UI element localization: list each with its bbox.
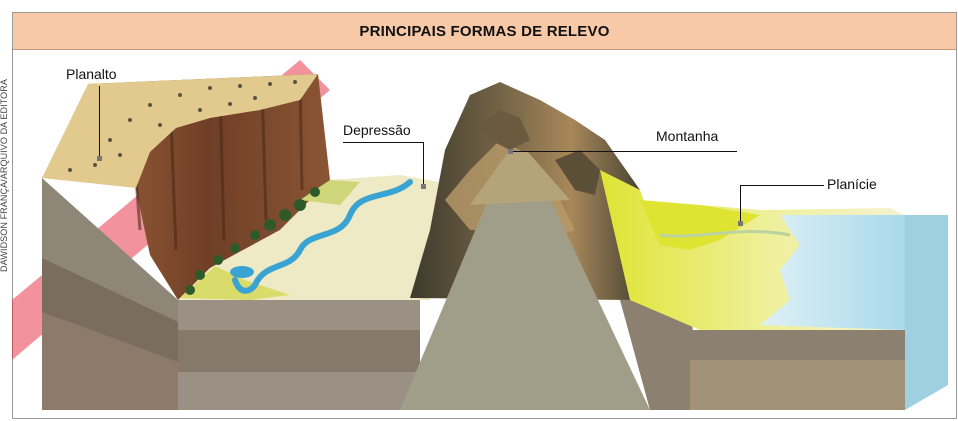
label-depressao: Depressão	[343, 122, 411, 138]
marker-planicie	[738, 221, 743, 226]
diagram-title: PRINCIPAIS FORMAS DE RELEVO	[359, 22, 610, 40]
label-montanha: Montanha	[656, 128, 719, 144]
marker-planalto	[97, 156, 102, 161]
leader-line-depressao-h	[343, 142, 423, 143]
plain	[600, 170, 948, 410]
depression-valley	[178, 175, 440, 300]
leader-line-depressao-v	[423, 142, 424, 186]
leader-line-planalto	[99, 86, 100, 158]
title-bar: PRINCIPAIS FORMAS DE RELEVO	[13, 13, 956, 50]
soil-block-left	[42, 178, 420, 410]
mountain	[400, 82, 700, 410]
plateau-top	[42, 74, 318, 188]
leader-line-montanha	[512, 151, 737, 152]
marker-montanha	[508, 149, 513, 154]
leader-line-planicie-v	[740, 185, 741, 223]
marker-depressao	[421, 184, 426, 189]
label-planicie: Planície	[827, 176, 877, 192]
label-planalto: Planalto	[66, 66, 117, 82]
leader-line-planicie-h	[740, 185, 824, 186]
